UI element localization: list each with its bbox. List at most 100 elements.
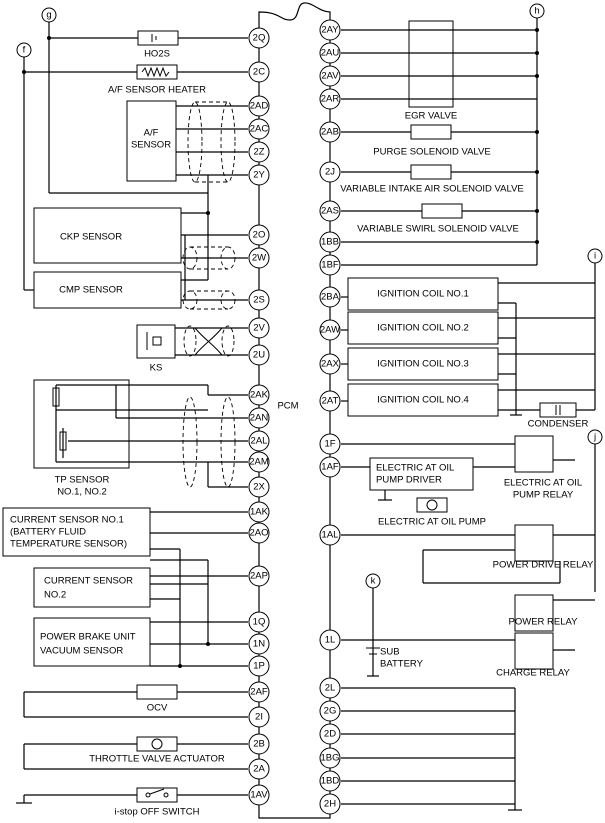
- left-pin-label: 2Z: [253, 147, 264, 158]
- left-pin-circle: [248, 681, 270, 703]
- svg-text:(BATTERY FLUID: (BATTERY FLUID: [10, 527, 86, 538]
- svg-text:CONDENSER: CONDENSER: [528, 419, 589, 430]
- via-valve: VARIABLE INTAKE AIR SOLENOID VALVE: [340, 164, 539, 195]
- svg-text:VARIABLE INTAKE AIR SOLENOID V: VARIABLE INTAKE AIR SOLENOID VALVE: [340, 184, 524, 195]
- pcm-outline: [258, 2, 331, 819]
- left-pin-label: 1P: [253, 661, 265, 672]
- left-pin-label: 2U: [253, 350, 265, 361]
- connector-g: g: [41, 7, 57, 193]
- left-pin-circle: [248, 164, 270, 186]
- svg-text:TP SENSOR: TP SENSOR: [55, 475, 110, 486]
- connector-f: f: [16, 42, 34, 291]
- current-sensor-2: CURRENT SENSOR NO.2: [33, 559, 248, 644]
- left-pin-label: 1Q: [253, 617, 266, 628]
- power-brake-vacuum-sensor: POWER BRAKE UNIT VACUUM SENSOR: [33, 617, 248, 668]
- connector-h: h: [529, 3, 545, 265]
- af-heater-label: A/F SENSOR HEATER: [108, 85, 206, 96]
- left-pin-circle: [248, 317, 270, 339]
- left-pin-label: 2V: [253, 323, 265, 334]
- svg-text:j: j: [593, 432, 596, 443]
- tp-sensor: TP SENSOR NO.1, NO.2: [33, 379, 248, 498]
- svg-text:SENSOR: SENSOR: [131, 140, 171, 151]
- left-pin-label: 2A: [253, 764, 265, 775]
- svg-text:IGNITION COIL NO.2: IGNITION COIL NO.2: [377, 323, 469, 334]
- right-pin-label: 1BG: [320, 753, 339, 764]
- svg-text:VARIABLE SWIRL SOLENOID VALVE: VARIABLE SWIRL SOLENOID VALVE: [357, 224, 519, 235]
- left-pin-circle: [248, 758, 270, 780]
- svg-text:NO.1, NO.2: NO.1, NO.2: [57, 487, 107, 498]
- svg-text:BATTERY: BATTERY: [380, 659, 424, 670]
- right-pin-label: 1AL: [322, 530, 339, 541]
- right-pin-label: 2AB: [321, 127, 339, 138]
- left-pin-circle: [248, 384, 270, 406]
- left-pin-circle: [248, 565, 270, 587]
- left-pin-circle: [248, 289, 270, 311]
- current-sensor-1: CURRENT SENSOR NO.1 (BATTERY FLUID TEMPE…: [2, 507, 248, 666]
- power-drive-relay: POWER DRIVE RELAY: [341, 524, 595, 584]
- left-pin-circle: [248, 344, 270, 366]
- af-heater-circuit: A/F SENSOR HEATER: [22, 64, 248, 96]
- connector-i: i: [587, 248, 603, 410]
- right-pin-label: 1BD: [321, 776, 340, 787]
- left-pin-circle: [248, 95, 270, 117]
- right-pin-label: 2BA: [321, 292, 340, 303]
- right-pin-circle: [319, 319, 341, 341]
- vswirl-valve: VARIABLE SWIRL SOLENOID VALVE: [341, 203, 539, 235]
- svg-text:OCV: OCV: [147, 703, 168, 714]
- left-pin-circle: [248, 784, 270, 806]
- svg-text:i-stop OFF SWITCH: i-stop OFF SWITCH: [115, 807, 200, 818]
- svg-text:THROTTLE VALVE ACTUATOR: THROTTLE VALVE ACTUATOR: [89, 754, 225, 765]
- istop-off-switch: i-stop OFF SWITCH: [16, 787, 248, 818]
- right-pin-label: 2AR: [321, 94, 340, 105]
- svg-text:IGNITION COIL NO.3: IGNITION COIL NO.3: [377, 359, 469, 370]
- purge-valve: PURGE SOLENOID VALVE: [341, 124, 539, 158]
- svg-text:k: k: [371, 576, 376, 587]
- ignition-coils: IGNITION COIL NO.1 IGNITION COIL NO.2 IG…: [347, 277, 595, 430]
- right-pin-circle: [319, 161, 341, 183]
- svg-text:CHARGE RELAY: CHARGE RELAY: [496, 668, 570, 679]
- svg-text:POWER BRAKE UNIT: POWER BRAKE UNIT: [40, 632, 136, 643]
- pcm-block: PCM: [258, 2, 331, 819]
- right-pin-label: 2D: [324, 729, 336, 740]
- sub-battery: SUB BATTERY: [366, 647, 424, 677]
- svg-text:PURGE SOLENOID VALVE: PURGE SOLENOID VALVE: [373, 147, 490, 158]
- right-pin-circle: [319, 770, 341, 792]
- left-pin-label: 2AK: [250, 390, 269, 401]
- right-pin-circle: [319, 793, 341, 815]
- cmp-sensor: CMP SENSOR: [33, 271, 248, 310]
- left-pin-label: 2AC: [250, 124, 269, 135]
- svg-text:i: i: [594, 251, 596, 262]
- left-pin-circle: [248, 501, 270, 523]
- ks-sensor: KS: [136, 324, 248, 374]
- svg-text:SUB: SUB: [380, 647, 400, 658]
- left-pin-label: 2X: [253, 482, 265, 493]
- power-relay: POWER RELAY: [341, 594, 595, 641]
- right-pin-label: 1BB: [321, 237, 339, 248]
- svg-text:CMP SENSOR: CMP SENSOR: [59, 285, 123, 296]
- right-pin-circle: [319, 677, 341, 699]
- svg-text:CURRENT SENSOR: CURRENT SENSOR: [44, 576, 133, 587]
- svg-text:A/F: A/F: [144, 128, 159, 139]
- left-pin-circle: [248, 224, 270, 246]
- right-pin-label: 2AV: [321, 71, 339, 82]
- right-pin-circle: [319, 353, 341, 375]
- right-pin-circle: [319, 390, 341, 412]
- left-pin-label: 2W: [252, 253, 266, 264]
- svg-text:POWER DRIVE RELAY: POWER DRIVE RELAY: [493, 560, 594, 571]
- left-pin-label: 2AD: [250, 101, 269, 112]
- left-pin-label: 2AN: [250, 413, 269, 424]
- left-pin-label: 2Y: [253, 170, 265, 181]
- right-pin-circle: [319, 19, 341, 41]
- left-pin-label: 2AP: [250, 571, 268, 582]
- svg-text:CURRENT SENSOR NO.1: CURRENT SENSOR NO.1: [10, 515, 124, 526]
- left-pin-circle: [248, 247, 270, 269]
- right-pin-circle: [319, 200, 341, 222]
- right-pin-circle: [319, 456, 341, 478]
- throttle-actuator-circuit: THROTTLE VALVE ACTUATOR: [23, 736, 248, 770]
- left-pin-label: 2AM: [249, 457, 269, 468]
- svg-text:VACUUM SENSOR: VACUUM SENSOR: [40, 646, 123, 657]
- svg-text:ELECTRIC AT OIL PUMP: ELECTRIC AT OIL PUMP: [378, 517, 486, 528]
- right-pin-circle: [319, 88, 341, 110]
- right-pin-label: 2AY: [321, 25, 339, 36]
- af-sensor: A/F SENSOR: [49, 100, 248, 280]
